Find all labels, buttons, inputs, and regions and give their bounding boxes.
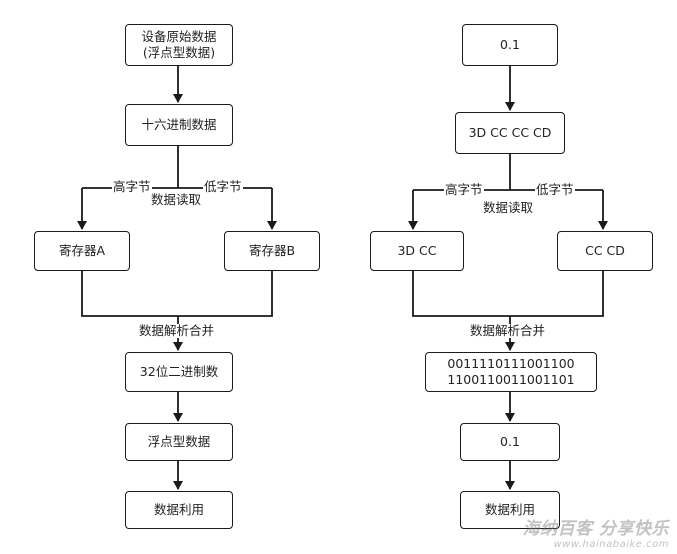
line-merge xyxy=(81,271,273,317)
watermark-url: www.hainabaike.com xyxy=(553,539,669,550)
box-hex-data: 十六进制数据 xyxy=(125,104,233,146)
box-r-raw-value: 0.1 xyxy=(462,24,558,66)
box-r-hex-value: 3D CC CC CD xyxy=(455,112,565,154)
label-merge: 数据解析合并 xyxy=(138,323,216,338)
line-r-merge xyxy=(412,271,604,317)
watermark: 海纳百客 分享快乐 www.hainabaike.com xyxy=(522,519,669,552)
label-high-byte: 高字节 xyxy=(112,179,152,194)
box-register-a: 寄存器A xyxy=(34,231,130,271)
box-register-b: 寄存器B xyxy=(224,231,320,271)
label-data-read: 数据读取 xyxy=(150,192,203,207)
watermark-text: 海纳百客 分享快乐 xyxy=(522,519,669,539)
label-r-data-read: 数据读取 xyxy=(482,200,535,215)
box-data-use: 数据利用 xyxy=(125,491,233,529)
label-low-byte: 低字节 xyxy=(203,179,243,194)
box-r-data-use: 数据利用 xyxy=(460,491,560,529)
box-r-register-a: 3D CC xyxy=(370,231,464,271)
label-r-merge: 数据解析合并 xyxy=(469,323,547,338)
label-r-low-byte: 低字节 xyxy=(535,182,575,197)
line-hex-split xyxy=(82,146,272,189)
box-r-32bit-binary: 0011110111001100 1100110011001101 xyxy=(425,352,597,392)
box-r-float-value: 0.1 xyxy=(460,423,560,461)
label-r-high-byte: 高字节 xyxy=(444,182,484,197)
box-float-data: 浮点型数据 xyxy=(125,423,233,461)
box-raw-data: 设备原始数据 (浮点型数据) xyxy=(125,24,233,66)
box-32bit-binary: 32位二进制数 xyxy=(125,352,233,392)
box-r-register-b: CC CD xyxy=(557,231,653,271)
